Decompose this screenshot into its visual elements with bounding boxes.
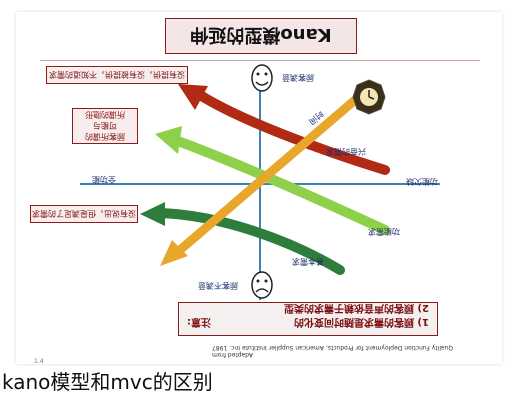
arrow-red-head <box>178 84 208 110</box>
axis-label-left: 全功能 <box>92 175 116 184</box>
note-middle-line-3: 所谓的隐形 <box>85 110 125 120</box>
note-middle-line-2: 可能与 <box>93 121 117 131</box>
curve-label-attractive: 兴奋的需求 <box>326 147 366 156</box>
source-line-2: Quality Function Deployment for Products… <box>212 344 454 351</box>
caption: kano模型和mvc的区别 <box>2 370 213 394</box>
attention-head: 注意: <box>187 316 211 327</box>
arrow-darkgreen-head <box>140 202 165 226</box>
attention-line-2: 2) 顾客的声音依赖于需求的类型 <box>283 302 429 313</box>
note-top-left: 没有提供，没有被提供，不知道的需求 <box>46 66 188 84</box>
source-line-1: Adapted from <box>212 351 254 358</box>
happy-face-icon <box>251 64 273 92</box>
source-credit: Adapted from Quality Function Deployment… <box>212 344 492 358</box>
corner-mark: 1.4 <box>34 358 44 365</box>
arrow-orange-head <box>160 240 188 266</box>
note-middle-left: 顾客所谓的 可能与 所谓的隐形 <box>72 108 138 144</box>
arrow-green-head <box>155 126 182 154</box>
note-middle-line-1: 顾客所谓的 <box>85 132 125 142</box>
attention-line-1: 1) 顾客的需求是随时间变化的 <box>293 316 429 327</box>
note-bottom-left: 没有说出，但是满足了的需求 <box>30 205 138 223</box>
arrow-orange <box>177 96 358 254</box>
axis-label-right: 功能欠缺 <box>406 177 438 186</box>
axis-label-bottom: 顾客不满意 <box>198 281 238 290</box>
clock-icon <box>352 79 386 115</box>
curve-label-performance: 功能需求 <box>368 227 400 236</box>
page-title: Kano模型的延伸 <box>165 18 357 54</box>
arrow-red <box>195 90 390 175</box>
attention-box: 注意: 1) 顾客的需求是随时间变化的 2) 顾客的声音依赖于需求的类型 <box>178 302 438 336</box>
curve-label-basic: 基本需求 <box>292 257 324 266</box>
arrow-green <box>170 135 390 235</box>
title-divider <box>40 60 480 61</box>
axis-label-top: 顾客满意 <box>282 73 314 82</box>
arrow-darkgreen <box>155 208 345 275</box>
sad-face-icon <box>251 271 273 299</box>
